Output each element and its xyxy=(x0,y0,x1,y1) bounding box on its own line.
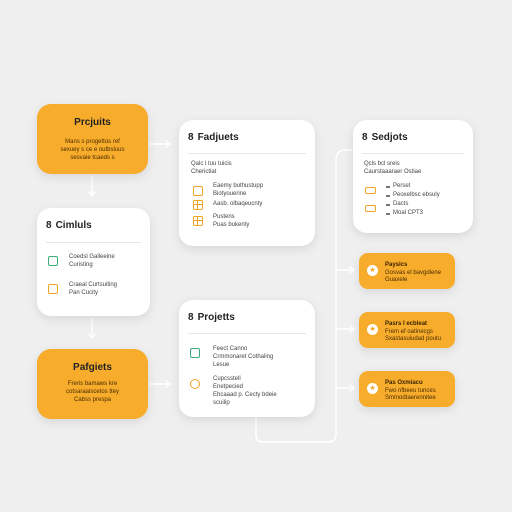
products-item-2-line-1: Aasb. olbaqeucnty xyxy=(213,201,263,207)
products-number: 8 xyxy=(188,132,194,143)
grid-icon-2 xyxy=(193,216,203,226)
pill-2-title: Pasrs I ecbleat xyxy=(385,321,428,327)
bullet-2 xyxy=(386,195,390,197)
folder-icon-2 xyxy=(365,205,376,212)
clients-title-text: Cimluls xyxy=(55,220,92,231)
products-subtitle-1: Qalc l tuu tuicis xyxy=(191,161,232,167)
subjects-item-1: Perset xyxy=(393,183,411,189)
bullet-4 xyxy=(386,213,390,215)
projects-item-2-line-1: Cupcsstell xyxy=(213,376,241,382)
pill-1-line-2: Guaxele xyxy=(385,277,408,283)
projects-item-2-line-4: scuilip xyxy=(213,400,230,406)
clients-item-2-line-2: Pan Cucity xyxy=(69,290,99,296)
subjects-item-2: Peoxelbsc ebsuly xyxy=(393,192,440,198)
clients-item-1-line-1: Coedsl Galleeine xyxy=(69,254,115,260)
orange-top-box[interactable]: Prcjuits Mans s progettos ref sexuey s c… xyxy=(37,104,148,174)
pill-1-line-1: Gosvas el bavgdiene xyxy=(385,270,442,276)
orange-bottom-line-1: Freris bamaws kre xyxy=(67,381,118,387)
pill-3-line-1: Fwo nfbeeu tunces xyxy=(385,388,436,394)
bulb-icon xyxy=(190,379,200,389)
pill-1-title: Paysics xyxy=(385,262,408,268)
checklist-icon xyxy=(190,348,200,358)
products-subtitle-2: Cherictiat xyxy=(191,169,217,175)
projects-item-1-line-1: Feect Canno xyxy=(213,346,248,352)
orange-bottom-line-2: cotsaraaiscetos ttey xyxy=(65,389,120,395)
orange-top-line-2: sexuey s ce e outbsluus xyxy=(60,147,125,153)
bullet-3 xyxy=(386,204,390,206)
folder-icon xyxy=(365,187,376,194)
subjects-subtitle-2: Caurstaaaraer Ostiae xyxy=(364,169,422,175)
clients-divider xyxy=(46,242,141,243)
pill-2-line-2: Sxastasuiudad poutu xyxy=(385,336,442,342)
star-icon-3: ★ xyxy=(367,383,378,394)
subjects-divider xyxy=(362,153,464,154)
orange-top-line-1: Mans s progettos ref xyxy=(65,139,120,145)
products-title-text: Fadjuets xyxy=(197,132,239,143)
star-icon: ★ xyxy=(367,265,378,276)
orange-bottom-line-3: Cabss prespa xyxy=(73,397,112,403)
pill-3-title: Pas Oxmiacu xyxy=(385,380,423,386)
pill-3[interactable]: ★ Pas Oxmiacu Fwo nfbeeu tunces Smmodtae… xyxy=(359,371,455,407)
grid-icon xyxy=(193,200,203,210)
pill-1[interactable]: ★ Paysics Gosvas el bavgdiene Guaxele xyxy=(359,253,455,289)
clients-number: 8 xyxy=(46,220,52,231)
clipboard-icon xyxy=(48,284,58,294)
products-item-3-line-1: Pustens xyxy=(213,214,235,220)
projects-item-1-line-3: Lesue xyxy=(213,362,230,368)
projects-item-2-line-3: Ehcaaad p. Cecty bdeie xyxy=(213,392,277,398)
products-item-3-line-2: Puas bukenty xyxy=(213,222,250,228)
products-divider xyxy=(188,153,306,154)
projects-divider xyxy=(188,333,306,334)
orange-bottom-box[interactable]: Pafgiets Freris bamaws kre cotsaraaiscet… xyxy=(37,349,148,419)
subjects-item-4: Moal CPT3 xyxy=(393,210,424,216)
products-item-1-line-2: Biotyouerine xyxy=(213,191,247,197)
projects-item-2-line-2: Enetpecied xyxy=(213,384,244,390)
subjects-subtitle-1: Qcls bcl sreis xyxy=(364,161,400,167)
subjects-title-text: Sedjots xyxy=(371,132,408,143)
pill-3-line-2: Smmodtaerennitee xyxy=(385,395,436,401)
pill-2-line-1: Frem ef oatinecgs xyxy=(385,329,434,335)
projects-number: 8 xyxy=(188,312,194,323)
orange-bottom-title: Pafgiets xyxy=(73,362,112,373)
clients-item-1-line-2: Curisting xyxy=(69,262,93,268)
clients-item-2-line-1: Craeal Curtsuiting xyxy=(69,282,118,288)
projects-item-1-line-2: Crmmonaret Cothaling xyxy=(213,354,274,360)
bullet-1 xyxy=(386,186,390,188)
pill-2[interactable]: ★ Pasrs I ecbleat Frem ef oatinecgs Sxas… xyxy=(359,312,455,348)
box-icon xyxy=(193,186,203,196)
orange-top-line-3: sesvaie tcaeds s xyxy=(70,155,115,161)
star-icon-2: ★ xyxy=(367,324,378,335)
products-item-1-line-1: Eaemy buthustupp xyxy=(213,183,264,189)
subjects-number: 8 xyxy=(362,132,368,143)
orange-top-title: Prcjuits xyxy=(74,117,111,128)
document-icon xyxy=(48,256,58,266)
subjects-item-3: Dacts xyxy=(393,201,409,207)
projects-title-text: Projetts xyxy=(197,312,235,323)
